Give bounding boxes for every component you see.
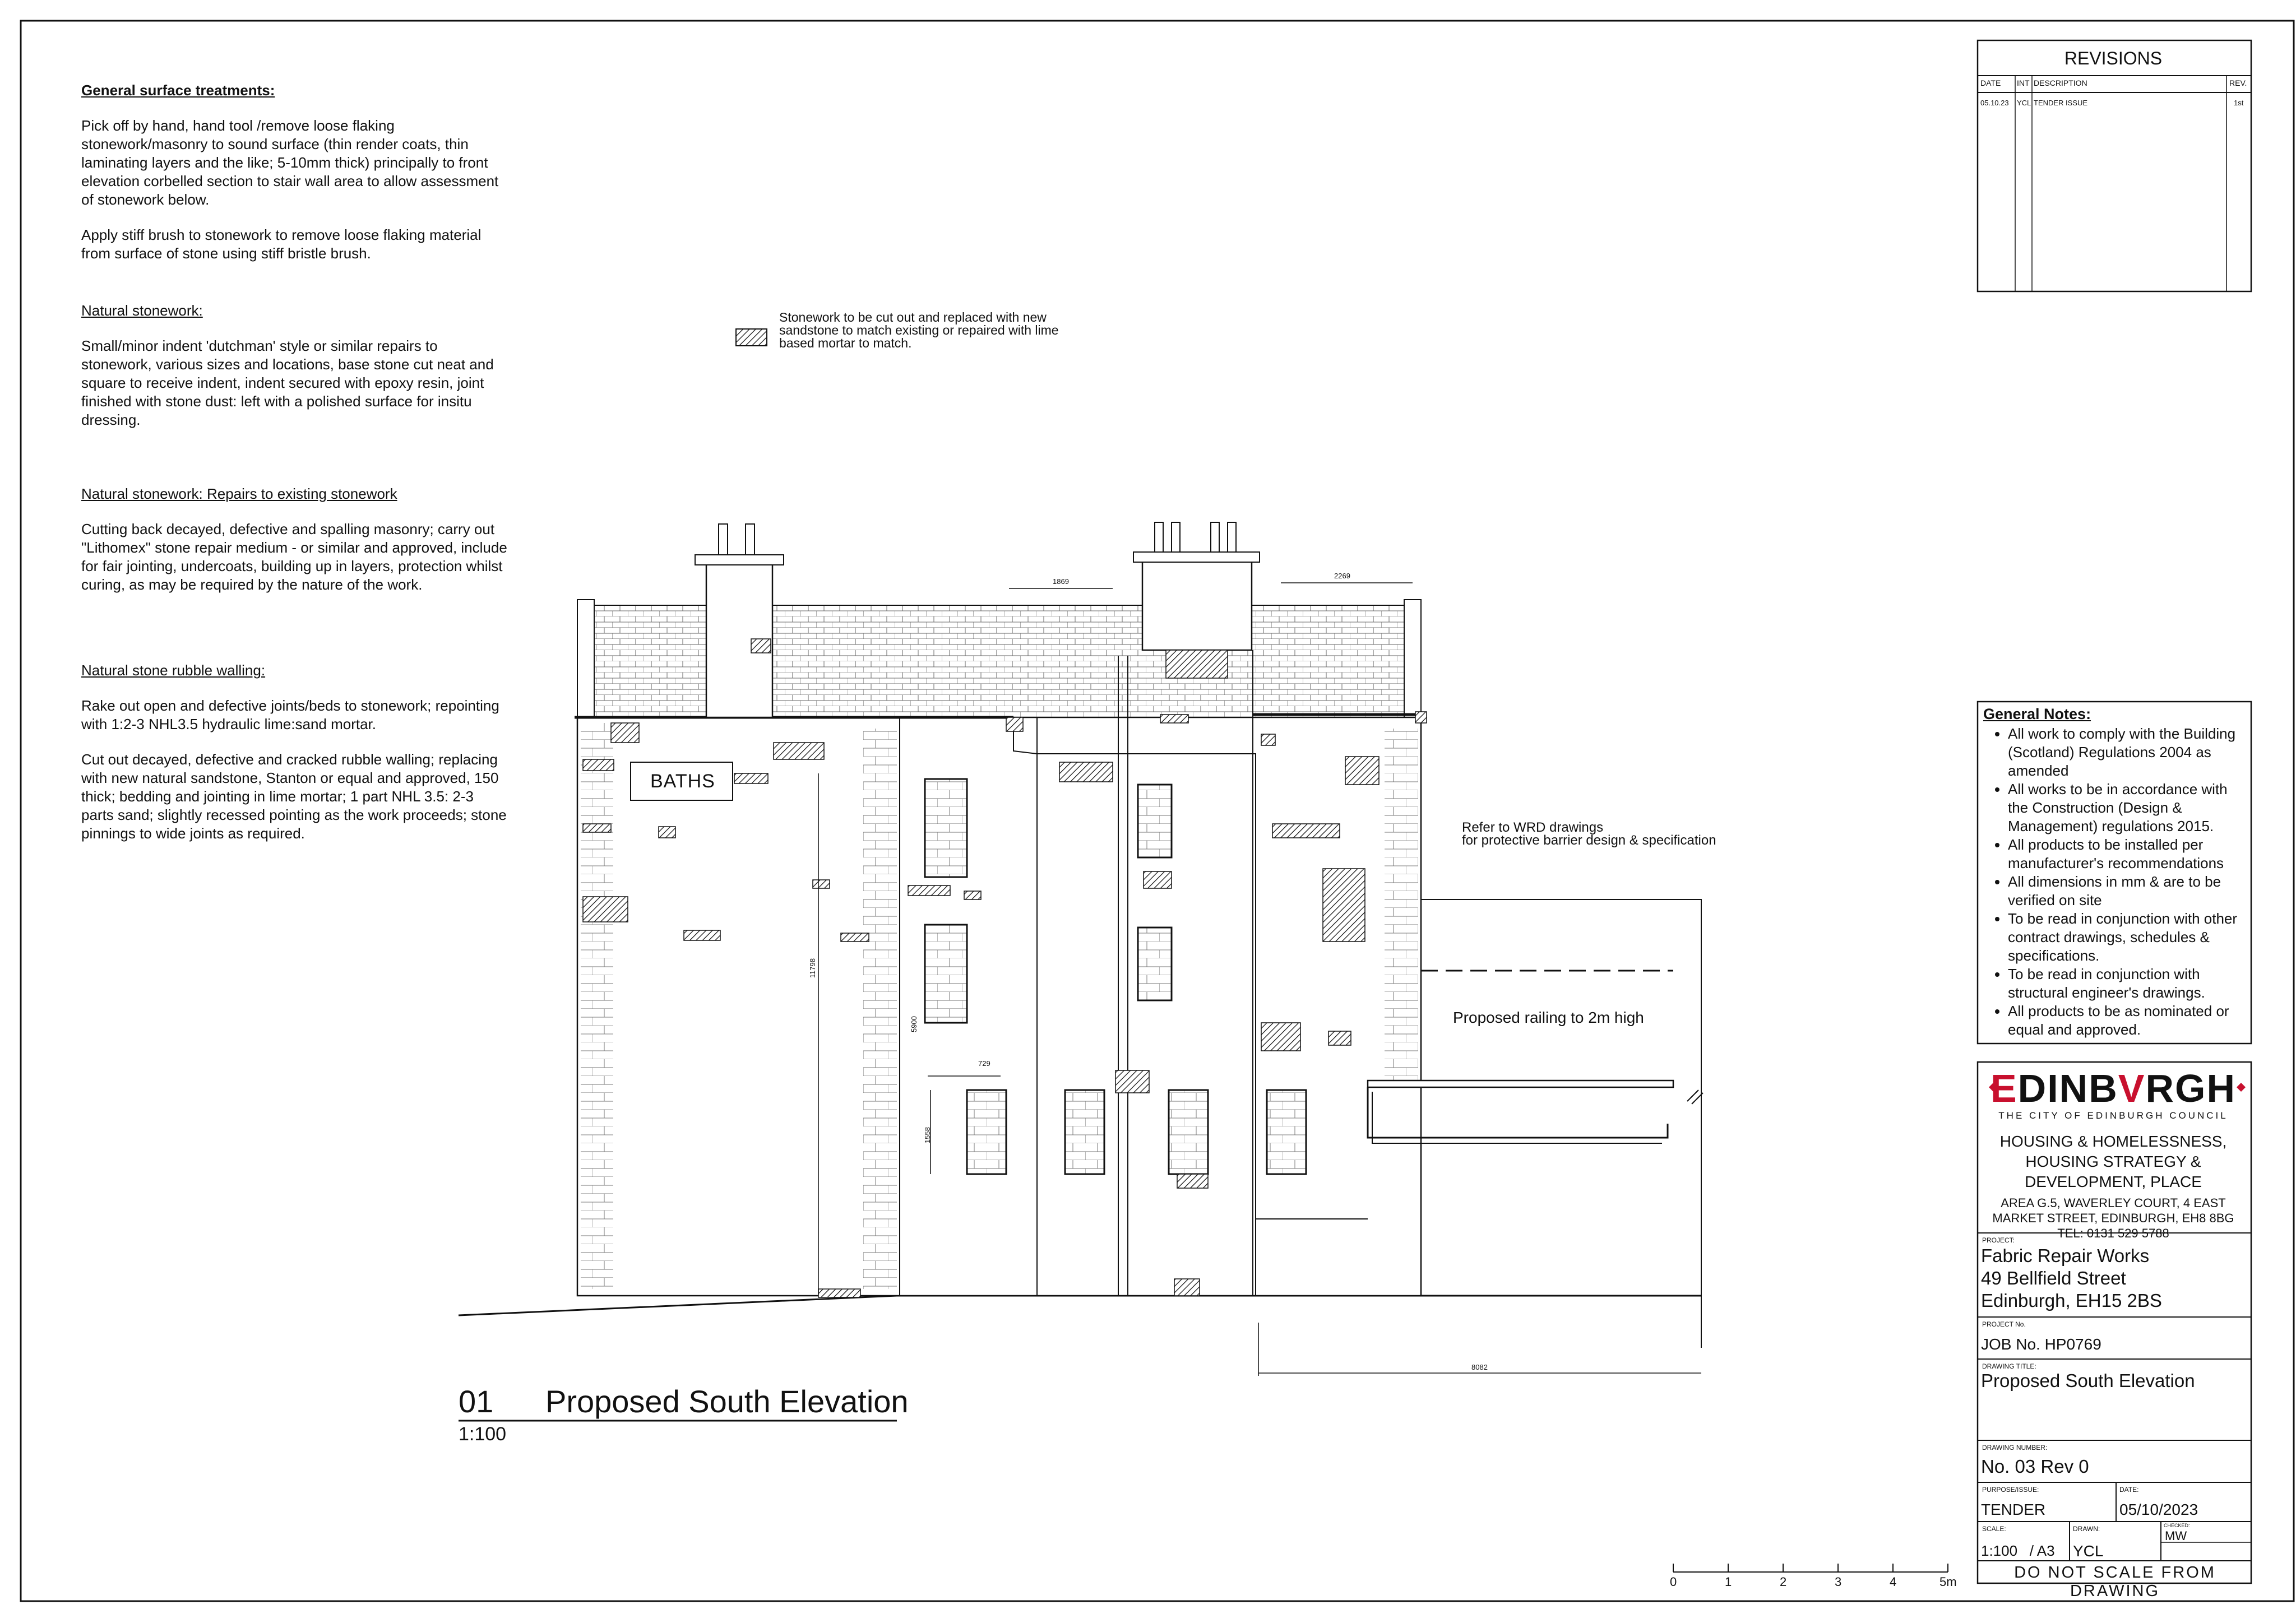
scale-value: 1:100 / A3 [1981, 1542, 2055, 1559]
surface-treatments-text-1: Pick off by hand, hand tool /remove loos… [81, 117, 499, 208]
drawing-number-value: No. 03 Rev 0 [1981, 1456, 2089, 1477]
wrd-note-line-2: for protective barrier design & specific… [1462, 833, 1716, 848]
ground-line [458, 1295, 897, 1316]
rubble-walling-title: Natural stone rubble walling: [81, 662, 266, 679]
date-label: DATE: [2119, 1486, 2139, 1494]
rev-row-description: TENDER ISSUE [2034, 99, 2088, 107]
legend-hatch-swatch [735, 328, 767, 346]
dimension-lines [818, 582, 1701, 1376]
windows [924, 778, 1307, 1175]
natural-stonework-text: Small/minor indent 'dutchman' style or s… [81, 337, 494, 428]
natural-stonework-title: Natural stonework: [81, 302, 203, 319]
revisions-table [1976, 39, 2252, 293]
stonework-repairs-title: Natural stonework: Repairs to existing s… [81, 485, 397, 502]
general-notes-title: General Notes: [1983, 706, 2091, 722]
title-block [1976, 1061, 2252, 1584]
baths-sign [630, 762, 733, 801]
legend-text: Stonework to be cut out and replaced wit… [779, 310, 1059, 350]
stonework-repairs-text: Cutting back decayed, defective and spal… [81, 521, 507, 593]
surface-treatments-text-2: Apply stiff brush to stonework to remove… [81, 226, 482, 262]
dim-2269: 2269 [1334, 572, 1350, 580]
stone-repair-patches [582, 638, 1427, 1298]
drawing-number: 01 [459, 1384, 494, 1419]
drawing-title-label: DRAWING TITLE: [1982, 1362, 2036, 1370]
general-note-item: To be read in conjunction with other con… [2008, 910, 2249, 965]
drawn-value: YCL [2073, 1542, 2104, 1560]
scale-bar [1673, 1564, 1948, 1573]
logo-subtitle: THE CITY OF EDINBURGH COUNCIL [1998, 1110, 2228, 1121]
date-value: 05/10/2023 [2119, 1501, 2198, 1518]
drawing-title: 01 Proposed South Elevation [459, 1383, 909, 1420]
checked-value: MW [2165, 1529, 2187, 1543]
rev-row-rev: 1st [2234, 99, 2244, 107]
drawing-title-text: Proposed South Elevation [545, 1384, 909, 1419]
project-no-label: PROJECT No. [1982, 1320, 2026, 1328]
do-not-scale-note: DO NOT SCALE FROM DRAWING [2014, 1564, 2216, 1600]
wrd-note-line-1: Refer to WRD drawings [1462, 820, 1604, 835]
checked-label: CHECKED: [2164, 1523, 2190, 1528]
rev-row-int: YCL [2017, 99, 2031, 107]
notes-stonework-repairs: Natural stonework: Repairs to existing s… [81, 485, 507, 611]
project-line-3: Edinburgh, EH15 2BS [1981, 1290, 2162, 1311]
project-label: PROJECT: [1982, 1236, 2015, 1244]
rev-header-rev: REV. [2229, 78, 2247, 87]
purpose-label: PURPOSE/ISSUE: [1982, 1486, 2039, 1494]
drawn-label: DRAWN: [2073, 1525, 2100, 1533]
scale-label: SCALE: [1982, 1525, 2006, 1533]
general-notes-list: All work to comply with the Building (Sc… [1980, 725, 2249, 1039]
railing-note: Proposed railing to 2m high [1453, 1009, 1644, 1026]
rubble-walling-text-1: Rake out open and defective joints/beds … [81, 697, 499, 732]
rev-header-date: DATE [1980, 78, 2001, 87]
dim-11798: 11798 [808, 958, 817, 979]
scale-bar-label: 4 [1890, 1575, 1897, 1589]
baths-sign-text: BATHS [650, 771, 715, 792]
general-note-item: All works to be in accordance with the C… [2008, 780, 2249, 836]
edinburgh-logo: EDINBVRGH THE CITY OF EDINBURGH COUNCIL … [1978, 1068, 2249, 1241]
logo-wordmark: EDINBVRGH [1990, 1066, 2237, 1110]
drawing-number-label: DRAWING NUMBER: [1982, 1444, 2048, 1452]
project-no: JOB No. HP0769 [1981, 1336, 2101, 1353]
wall-body [576, 716, 1422, 1297]
scale-bar-label: 1 [1725, 1575, 1732, 1589]
scale-bar-label: 5m [1939, 1575, 1957, 1589]
scale-bar-label: 0 [1670, 1575, 1677, 1589]
title-block-drawing-title: Proposed South Elevation [1981, 1370, 2195, 1391]
project-line-1: Fabric Repair Works [1981, 1245, 2150, 1266]
drawing-scale: 1:100 [459, 1423, 507, 1445]
chimney-right [1141, 559, 1253, 651]
dim-8082: 8082 [1471, 1363, 1488, 1371]
rev-header-description: DESCRIPTION [2034, 78, 2087, 87]
surface-treatments-title: General surface treatments: [81, 82, 275, 99]
general-notes: General Notes: All work to comply with t… [1980, 705, 2249, 1039]
general-note-item: All products to be as nominated or equal… [2008, 1002, 2249, 1039]
purpose-value: TENDER [1981, 1501, 2046, 1518]
scale-bar-label: 2 [1780, 1575, 1787, 1589]
general-note-item: All work to comply with the Building (Sc… [2008, 725, 2249, 780]
rubble-walling-text-2: Cut out decayed, defective and cracked r… [81, 751, 507, 842]
address: AREA G.5, WAVERLEY COURT, 4 EAST MARKET … [1992, 1196, 2234, 1240]
rev-header-int: INT [2017, 78, 2030, 87]
general-note-item: All products to be installed per manufac… [2008, 836, 2249, 873]
general-note-item: All dimensions in mm & are to be verifie… [2008, 873, 2249, 910]
rev-row-date: 05.10.23 [1980, 99, 2009, 107]
general-note-item: To be read in conjunction with structura… [2008, 965, 2249, 1002]
sheet-border [20, 20, 2295, 1602]
general-notes-box [1976, 701, 2252, 1045]
revisions-title: REVISIONS [2064, 48, 2163, 68]
dim-5900: 5900 [909, 1016, 918, 1032]
scale-bar-label: 3 [1835, 1575, 1842, 1589]
department: HOUSING & HOMELESSNESS, HOUSING STRATEGY… [1999, 1133, 2227, 1190]
dim-1869: 1869 [1053, 577, 1069, 586]
dim-1558: 1558 [923, 1127, 932, 1143]
notes-rubble-walling: Natural stone rubble walling: Rake out o… [81, 661, 507, 860]
notes-surface-treatments: General surface treatments: Pick off by … [81, 81, 507, 280]
project-line-2: 49 Bellfield Street [1981, 1268, 2126, 1288]
dim-729: 729 [978, 1059, 990, 1068]
notes-natural-stonework: Natural stonework: Small/minor indent 'd… [81, 302, 507, 446]
building-elevation [575, 522, 1704, 1348]
